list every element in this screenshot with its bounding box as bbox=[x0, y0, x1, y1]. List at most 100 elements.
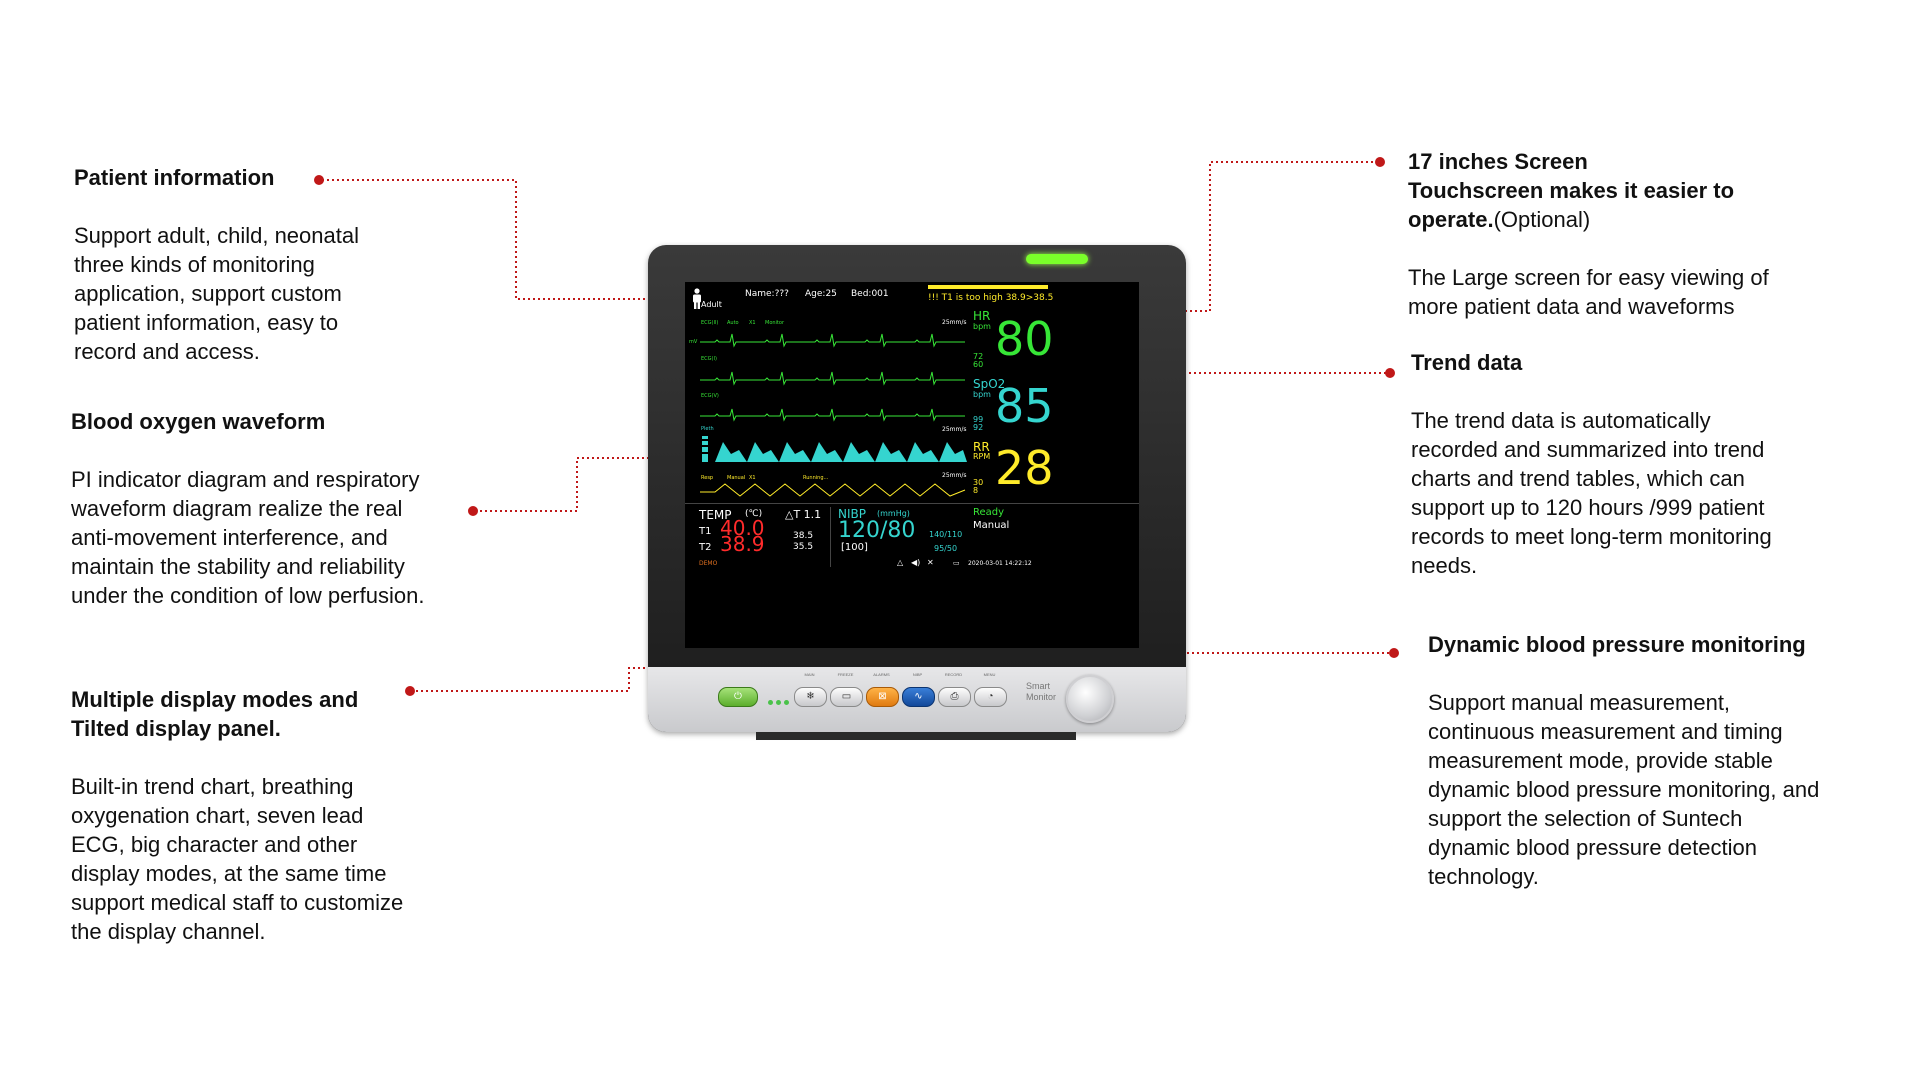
adult-patient-icon bbox=[693, 288, 701, 309]
callout-line: Support manual measurement, bbox=[1428, 690, 1731, 715]
brand-line-1: Smart bbox=[1026, 681, 1051, 691]
leader-patient-info bbox=[322, 179, 712, 300]
ecg3-label: ECG(V) bbox=[701, 393, 719, 399]
nibp-upper-limit: 140/110 bbox=[929, 530, 963, 539]
dot-display-modes-text bbox=[405, 686, 415, 696]
nibp-status: Ready bbox=[973, 507, 1005, 518]
callout-line: records to meet long-term monitoring bbox=[1411, 524, 1772, 549]
t1-alarm-limit: 38.5 bbox=[793, 531, 814, 541]
nibp-start-button[interactable]: ∿ bbox=[902, 687, 935, 707]
resp-waveform bbox=[700, 483, 966, 497]
ecg-lead-i-waveform bbox=[700, 371, 965, 386]
t2-value: 38.9 bbox=[720, 532, 765, 556]
callout-line: The trend data is automatically bbox=[1411, 408, 1711, 433]
spo2-value: 85 bbox=[995, 379, 1054, 433]
date-time: 2020-03-01 14:22:12 bbox=[968, 560, 1032, 567]
temp-nibp-divider bbox=[830, 507, 831, 567]
control-panel: ⏻ MAIN ❄ FREEZE ▭ ALARMS ⊠ NIBP ∿ RECORD… bbox=[648, 667, 1186, 732]
power-indicator-light bbox=[1026, 254, 1088, 264]
rotary-knob[interactable] bbox=[1066, 675, 1114, 723]
callout-line: oxygenation chart, seven lead bbox=[71, 803, 364, 828]
hr-lower-limit: 60 bbox=[973, 360, 984, 369]
hr-unit: bpm bbox=[973, 322, 991, 331]
nibp-value: 120/80 bbox=[838, 518, 916, 543]
patient-type-label: Adult bbox=[701, 300, 722, 309]
callout-line: anti-movement interference, and bbox=[71, 525, 388, 550]
resp-mode: Manual bbox=[727, 475, 746, 481]
callout-line: the display channel. bbox=[71, 919, 266, 944]
callout-title: Dynamic blood pressure monitoring bbox=[1428, 632, 1806, 657]
nibp-mode: Manual bbox=[973, 520, 1010, 531]
callout-line: charts and trend tables, which can bbox=[1411, 466, 1745, 491]
callout-screen: 17 inches Screen Touchscreen makes it ea… bbox=[1408, 147, 1868, 321]
menu-icon: ◔ bbox=[987, 691, 994, 702]
callout-line: The Large screen for easy viewing of bbox=[1408, 265, 1769, 290]
status-leds bbox=[768, 692, 789, 710]
bed-number: Bed:001 bbox=[851, 289, 889, 299]
dot-blood-oxygen-text bbox=[468, 506, 478, 516]
resp-sweep-speed: 25mm/s bbox=[942, 472, 967, 479]
dot-screen-text bbox=[1375, 157, 1385, 167]
rr-upper-limit: 30 bbox=[973, 478, 984, 487]
rr-value: 28 bbox=[995, 441, 1054, 495]
callout-line: continuous measurement and timing bbox=[1428, 719, 1783, 744]
callout-patient-information: Patient information Support adult, child… bbox=[74, 163, 434, 366]
alarm-bar bbox=[928, 285, 1048, 289]
callout-line: Support adult, child, neonatal bbox=[74, 223, 359, 248]
callout-line: patient information, easy to bbox=[74, 310, 339, 335]
t2-label: T2 bbox=[699, 542, 712, 553]
main-button[interactable]: ❄ bbox=[794, 687, 827, 707]
ecg-lead-ii-waveform bbox=[700, 333, 965, 348]
menu-button[interactable]: ◔ bbox=[974, 687, 1007, 707]
nibp-unit: (mmHg) bbox=[877, 509, 910, 518]
record-button[interactable]: ⎙ bbox=[938, 687, 971, 707]
t2-alarm-limit: 35.5 bbox=[793, 542, 814, 552]
callout-line: record and access. bbox=[74, 339, 260, 364]
freeze-button-label: FREEZE bbox=[837, 672, 854, 677]
freeze-button[interactable]: ▭ bbox=[830, 687, 863, 707]
rr-unit: RPM bbox=[973, 452, 991, 461]
spo2-lower-limit: 92 bbox=[973, 423, 984, 432]
callout-line: measurement mode, provide stable bbox=[1428, 748, 1773, 773]
nibp-map: [100] bbox=[841, 542, 868, 553]
alarm-bell-icon: ⊠ bbox=[878, 691, 887, 702]
callout-subtitle-2: operate.(Optional) bbox=[1408, 205, 1868, 234]
callout-line: ECG, big character and other bbox=[71, 832, 358, 857]
callout-line: more patient data and waveforms bbox=[1408, 294, 1735, 319]
callout-line: three kinds of monitoring bbox=[74, 252, 315, 277]
callout-line: support the selection of Suntech bbox=[1428, 806, 1743, 831]
alarm-message: !!! T1 is too high 38.9>38.5 bbox=[928, 293, 1054, 303]
pleth-sweep-speed: 25mm/s bbox=[942, 426, 967, 433]
callout-line: recorded and summarized into trend bbox=[1411, 437, 1765, 462]
callout-title: Patient information bbox=[74, 165, 275, 190]
record-icon: ⎙ bbox=[950, 691, 959, 702]
hr-upper-limit: 72 bbox=[973, 352, 984, 361]
spo2-unit: bpm bbox=[973, 390, 991, 399]
temp-unit: (℃) bbox=[745, 509, 763, 519]
ecg1-mode: Auto bbox=[727, 320, 739, 326]
battery-icon: ▭ bbox=[953, 559, 960, 567]
rr-lower-limit: 8 bbox=[973, 486, 979, 495]
cuff-icon: ∿ bbox=[914, 691, 923, 702]
callout-line: dynamic blood pressure detection bbox=[1428, 835, 1757, 860]
monitor-screen[interactable]: Adult Name:??? Age:25 Bed:001 !!! T1 is … bbox=[685, 282, 1139, 648]
spo2-label: SpO2 bbox=[973, 377, 1006, 391]
demo-indicator: DEMO bbox=[699, 560, 718, 567]
callout-line: PI indicator diagram and respiratory bbox=[71, 467, 420, 492]
ecg1-filter: Monitor bbox=[765, 320, 785, 326]
ecg1-gain: X1 bbox=[749, 320, 756, 326]
monitor-stand bbox=[756, 732, 1076, 740]
speaker-icon: ◀) bbox=[911, 558, 921, 567]
nibp-button-label: NIBP bbox=[912, 672, 923, 677]
waveform-area bbox=[700, 333, 967, 497]
hr-label: HR bbox=[973, 309, 991, 323]
callout-title: Trend data bbox=[1411, 350, 1523, 375]
callout-title-line: Tilted display panel. bbox=[71, 716, 281, 741]
ecg1-label: ECG(II) bbox=[701, 320, 719, 326]
t1-label: T1 bbox=[699, 526, 712, 537]
brand-line-2: Monitor bbox=[1026, 692, 1057, 702]
network-icon: ✕ bbox=[927, 558, 934, 567]
power-button[interactable]: ⏻ bbox=[718, 687, 758, 707]
alarm-silence-button[interactable]: ⊠ bbox=[866, 687, 899, 707]
leader-blood-oxygen bbox=[475, 457, 683, 512]
